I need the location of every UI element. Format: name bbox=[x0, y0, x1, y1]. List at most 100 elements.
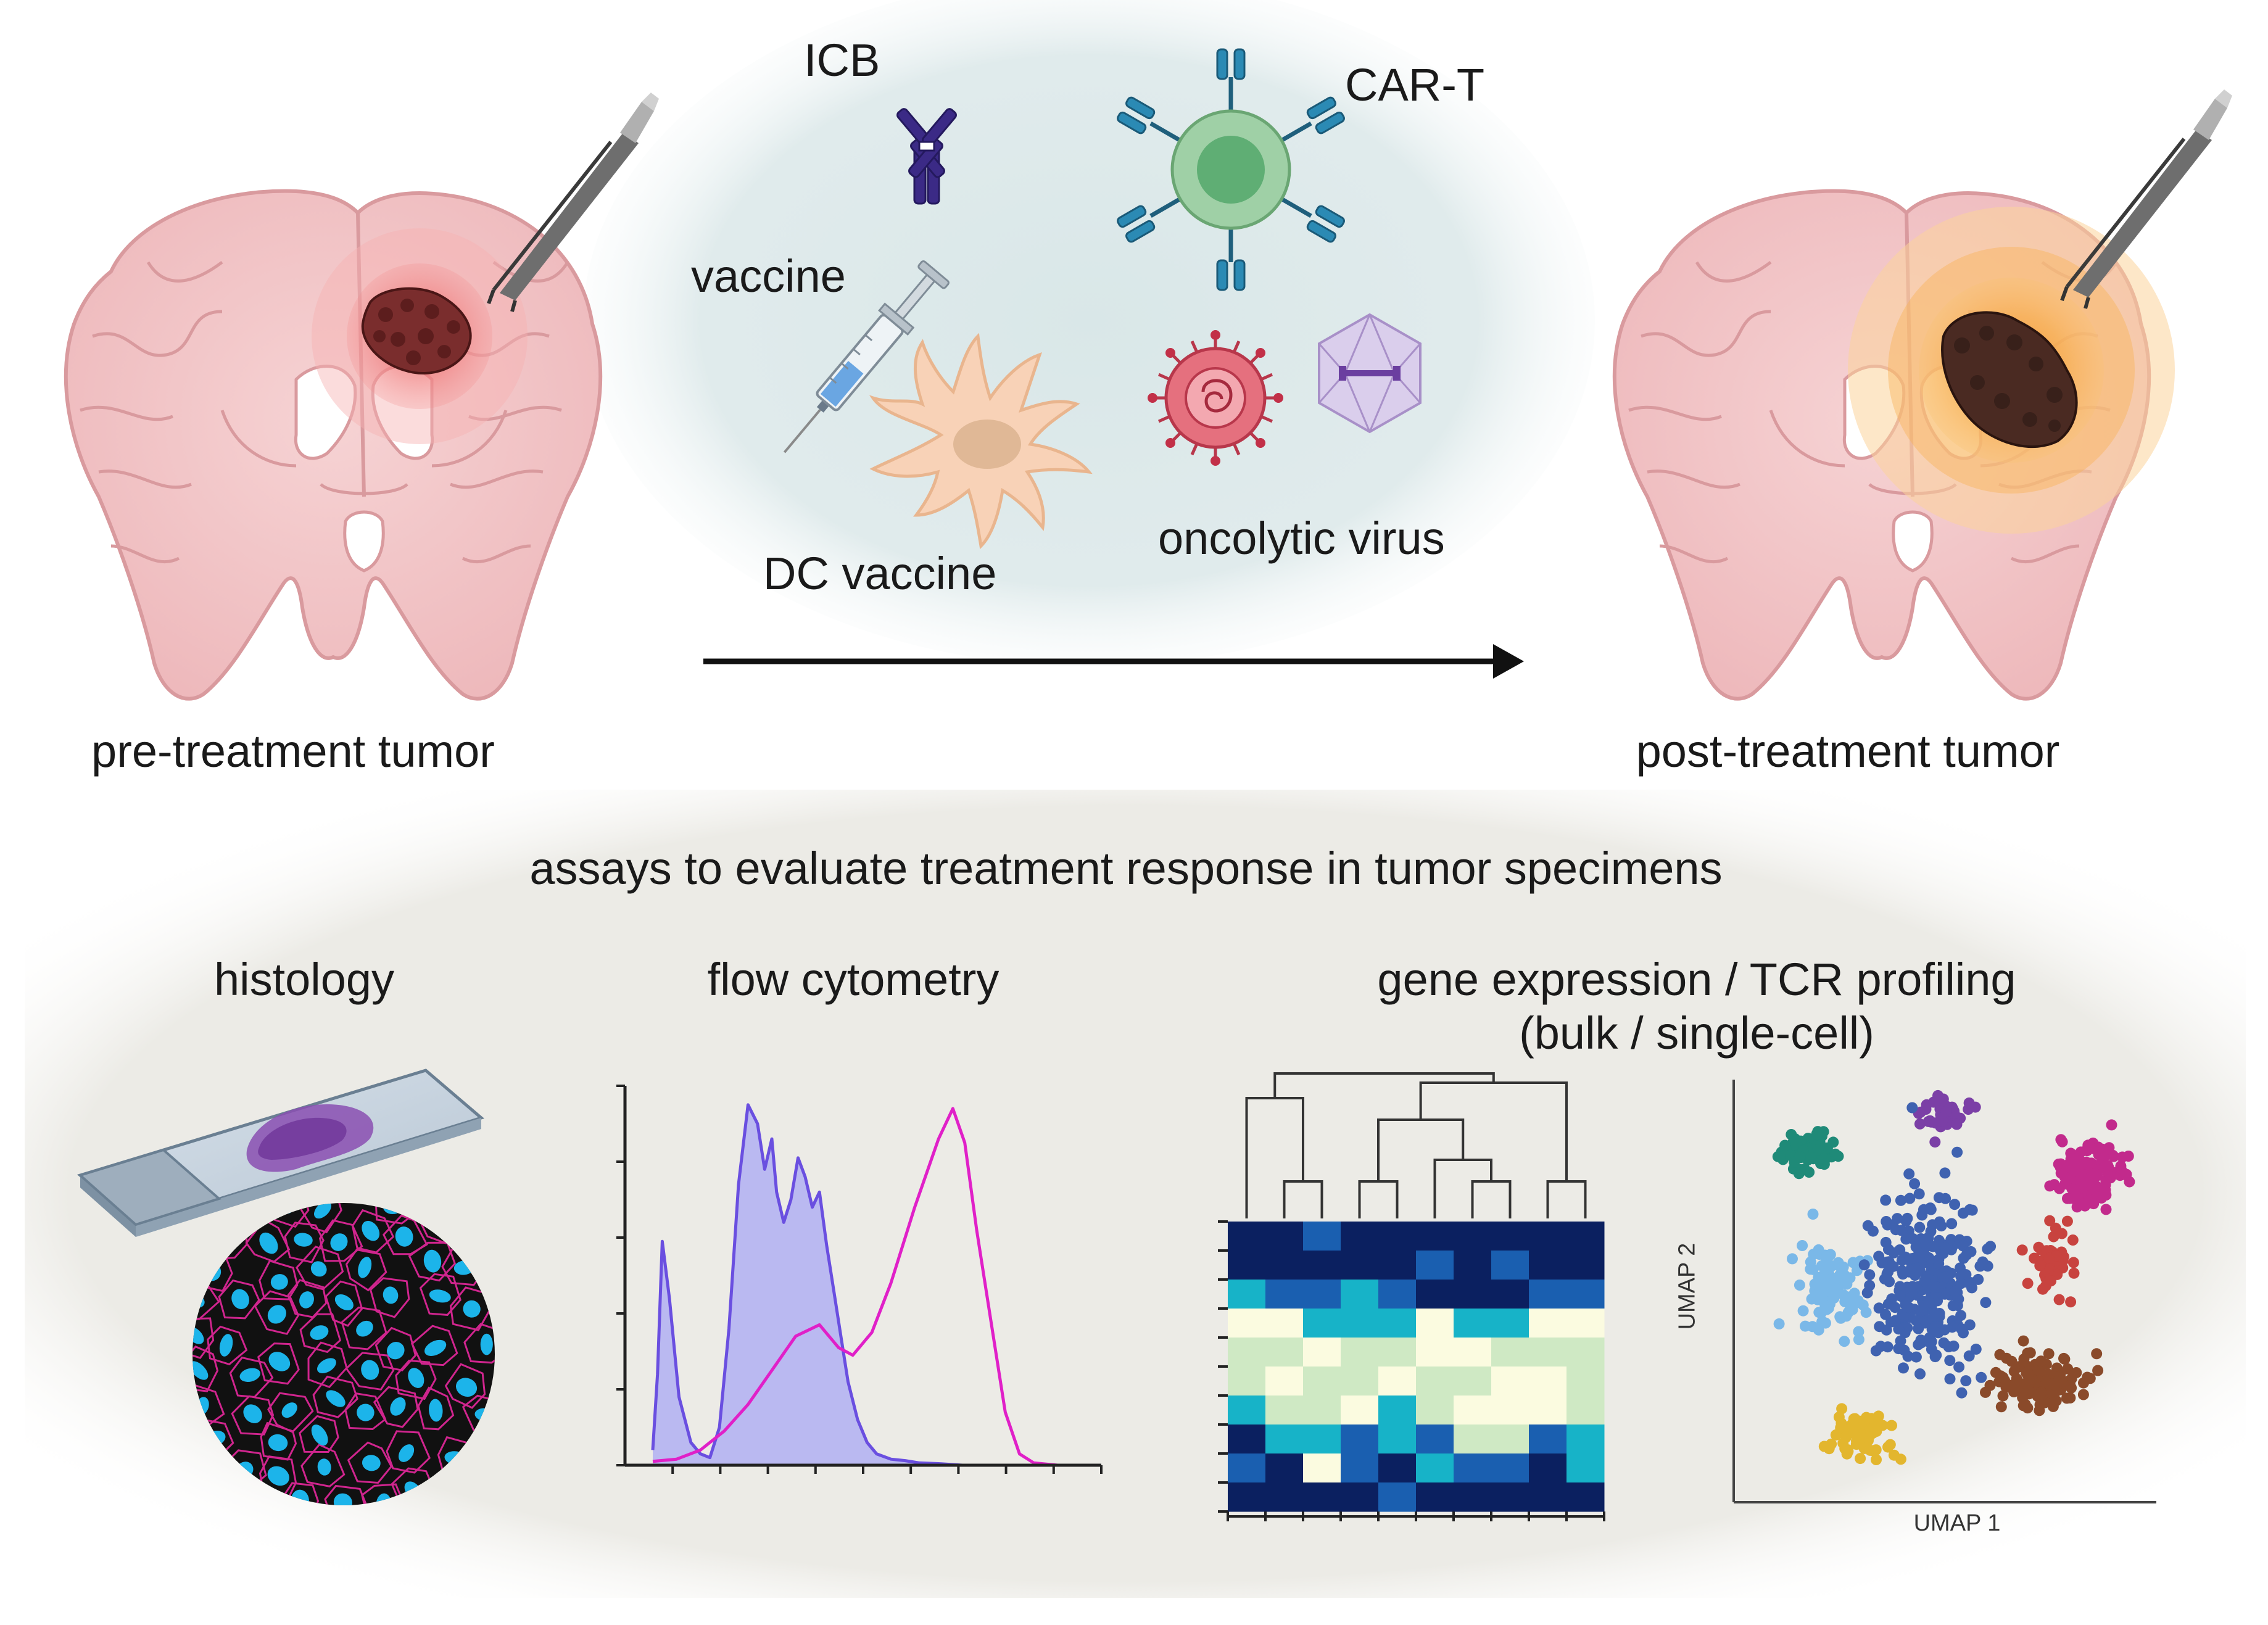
umap-point bbox=[2067, 1257, 2079, 1268]
umap-y-axis-label: UMAP 2 bbox=[1674, 1243, 1700, 1330]
umap-point bbox=[1904, 1193, 1916, 1204]
heatmap-cell bbox=[1341, 1309, 1379, 1338]
heatmap-cell bbox=[1529, 1338, 1567, 1367]
heatmap-cell bbox=[1378, 1482, 1417, 1512]
umap-point bbox=[1819, 1264, 1831, 1276]
umap-point bbox=[1964, 1204, 1976, 1215]
umap-point bbox=[2043, 1252, 2055, 1264]
umap-point bbox=[1956, 1387, 1968, 1399]
heatmap-cell bbox=[1416, 1251, 1454, 1280]
heatmap-cell bbox=[1416, 1396, 1454, 1425]
umap-point bbox=[2091, 1348, 2103, 1360]
cell-membrane bbox=[192, 1317, 215, 1359]
heatmap-cell bbox=[1566, 1222, 1605, 1251]
umap-point bbox=[1829, 1148, 1841, 1160]
umap-point bbox=[1980, 1386, 1991, 1398]
umap-point bbox=[1994, 1349, 2006, 1360]
heatmap-cell bbox=[1529, 1309, 1567, 1338]
cell-nucleus bbox=[268, 1352, 291, 1371]
cell-membrane bbox=[300, 1443, 346, 1488]
cell-nucleus bbox=[267, 1466, 289, 1486]
umap-point bbox=[1833, 1411, 1845, 1423]
umap-point bbox=[2035, 1366, 2047, 1378]
umap-point bbox=[1844, 1305, 1855, 1317]
umap-point bbox=[1806, 1293, 1818, 1305]
cell-nucleus bbox=[358, 1257, 372, 1278]
cell-membrane bbox=[463, 1323, 495, 1364]
heatmap-cell bbox=[1303, 1367, 1341, 1396]
umap-point bbox=[1882, 1341, 1893, 1353]
cell-nucleus bbox=[311, 1424, 328, 1446]
dendritic-cell-icon bbox=[869, 333, 1093, 550]
umap-point bbox=[1940, 1271, 1951, 1283]
heatmap-cell bbox=[1228, 1367, 1266, 1396]
forceps-icon bbox=[2060, 89, 2232, 309]
car-t-label: CAR-T bbox=[1345, 59, 1485, 110]
heatmap-cell bbox=[1303, 1424, 1341, 1454]
umap-point bbox=[1867, 1225, 1879, 1237]
heatmap-cell bbox=[1265, 1222, 1304, 1251]
umap-point bbox=[2034, 1405, 2045, 1416]
viral-capsid-icon bbox=[1318, 313, 1422, 434]
umap-point bbox=[2078, 1377, 2089, 1389]
cell-membrane bbox=[417, 1386, 455, 1431]
umap-point bbox=[1926, 1344, 1937, 1355]
umap-point bbox=[1940, 1242, 1951, 1254]
heatmap-cell bbox=[1454, 1453, 1492, 1483]
umap-point bbox=[1839, 1336, 1850, 1347]
cell-membrane bbox=[218, 1279, 260, 1320]
umap-point bbox=[1949, 1286, 1961, 1297]
cell-membrane bbox=[257, 1342, 300, 1385]
umap-point bbox=[2100, 1204, 2112, 1215]
cell-nucleus bbox=[383, 1286, 399, 1304]
umap-point bbox=[1871, 1454, 1882, 1465]
heatmap-cell bbox=[1529, 1482, 1567, 1512]
heatmap-cell bbox=[1341, 1396, 1379, 1425]
heatmap-cell bbox=[1378, 1396, 1417, 1425]
heatmap-cell bbox=[1566, 1482, 1605, 1512]
cell-nucleus bbox=[281, 1402, 297, 1418]
cell-membrane bbox=[207, 1325, 248, 1366]
umap-point bbox=[1827, 1136, 1839, 1148]
umap-point bbox=[1977, 1256, 1989, 1268]
umap-point bbox=[1880, 1236, 1892, 1248]
flow-series-1-line bbox=[651, 1103, 962, 1467]
umap-point bbox=[1890, 1224, 1902, 1236]
cell-nucleus bbox=[243, 1404, 262, 1423]
umap-point bbox=[2085, 1157, 2097, 1169]
umap-point bbox=[1841, 1278, 1853, 1289]
cell-membrane bbox=[287, 1279, 328, 1318]
cell-nucleus bbox=[362, 1220, 380, 1241]
umap-point bbox=[2016, 1244, 2028, 1256]
umap-point bbox=[1997, 1390, 2009, 1402]
oncolytic-virus-label: oncolytic virus bbox=[1158, 513, 1445, 564]
heatmap-cell bbox=[1265, 1482, 1304, 1512]
cell-membrane bbox=[299, 1415, 339, 1453]
heatmap-cell bbox=[1341, 1280, 1379, 1309]
heatmap-cell bbox=[1228, 1424, 1266, 1454]
umap-point bbox=[1902, 1322, 1913, 1334]
heatmap-cell bbox=[1566, 1338, 1605, 1367]
heatmap-cell bbox=[1454, 1309, 1492, 1338]
assay-background bbox=[25, 790, 2246, 1598]
umap-point bbox=[2084, 1194, 2095, 1206]
cell-nucleus bbox=[330, 1233, 348, 1251]
umap-point bbox=[1982, 1243, 1993, 1255]
umap-point bbox=[1857, 1299, 1869, 1311]
cell-nucleus bbox=[356, 1320, 373, 1337]
umap-point bbox=[1797, 1305, 1809, 1317]
umap-point bbox=[1795, 1164, 1806, 1175]
umap-point bbox=[2067, 1234, 2079, 1246]
heatmap-cell bbox=[1378, 1424, 1417, 1454]
cell-membrane bbox=[345, 1249, 387, 1292]
heatmap-cell bbox=[1341, 1222, 1379, 1251]
umap-point bbox=[2081, 1145, 2093, 1157]
umap-point bbox=[1773, 1318, 1785, 1329]
umap-point bbox=[1910, 1241, 1922, 1253]
umap-point bbox=[1789, 1156, 1800, 1168]
heatmap-cell bbox=[1265, 1424, 1304, 1454]
umap-point bbox=[2122, 1151, 2134, 1162]
cell-nucleus bbox=[361, 1360, 379, 1380]
umap-point bbox=[2059, 1354, 2071, 1365]
umap-point bbox=[1939, 1288, 1950, 1300]
